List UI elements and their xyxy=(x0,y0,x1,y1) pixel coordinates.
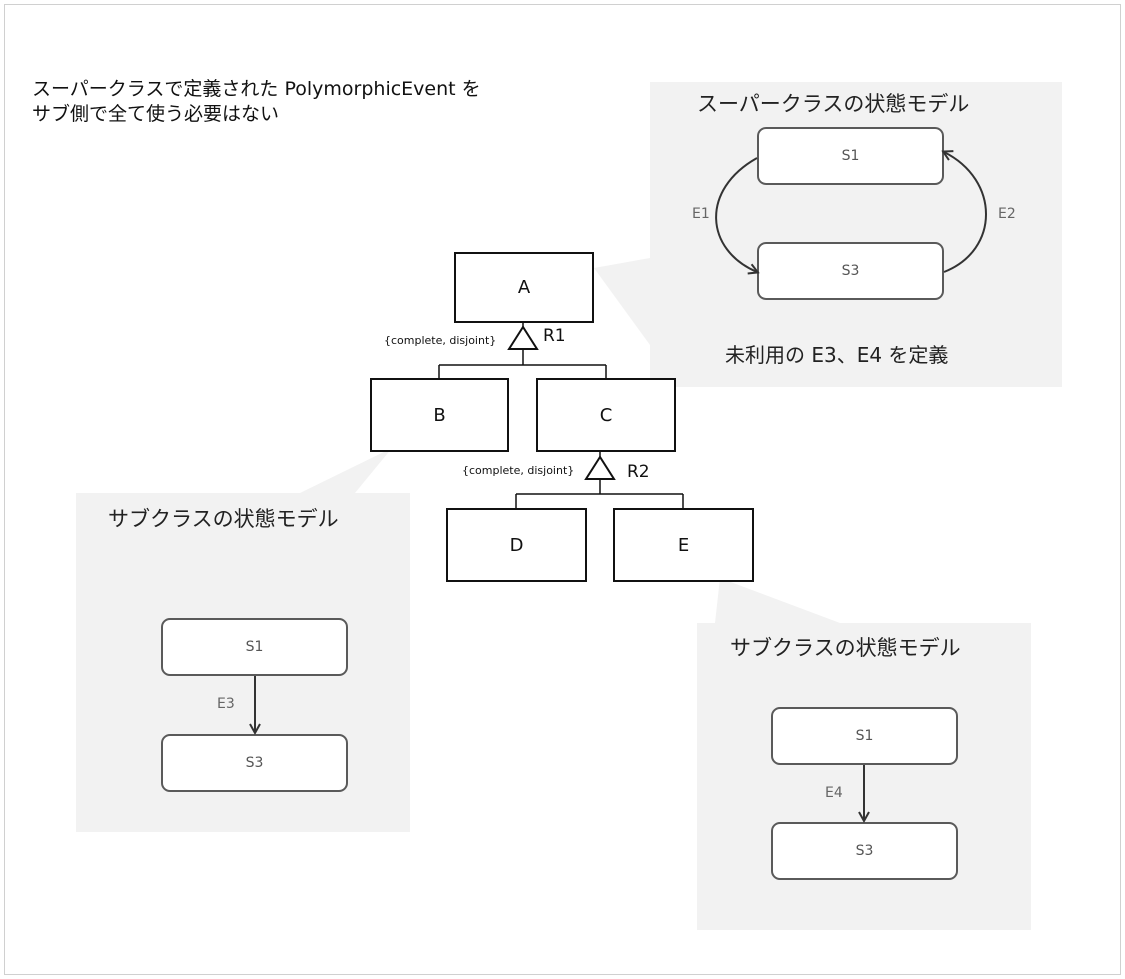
diagram-frame xyxy=(4,4,1121,975)
callout-wedge-b xyxy=(300,448,392,493)
super-state-s1: S1 xyxy=(757,127,944,185)
callout-wedge-e xyxy=(715,578,840,623)
r1-constraint: {complete, disjoint} xyxy=(384,334,497,347)
class-a: A xyxy=(454,252,594,323)
super-transition-e1 xyxy=(715,157,757,272)
r1-label: R1 xyxy=(543,326,566,346)
note-text: スーパークラスで定義された PolymorphicEvent を サブ側で全て使… xyxy=(32,76,481,128)
sub-panel-e-title: サブクラスの状態モデル xyxy=(730,636,961,660)
sub-e-state-s3: S3 xyxy=(771,822,958,880)
class-e: E xyxy=(613,508,754,582)
class-b: B xyxy=(370,378,509,452)
class-c: C xyxy=(536,378,676,452)
super-transition-e2 xyxy=(944,152,987,273)
super-panel-caption: 未利用の E3、E4 を定義 xyxy=(725,343,949,367)
sub-e-state-s1: S1 xyxy=(771,707,958,765)
r1-triangle xyxy=(507,325,539,350)
class-d: D xyxy=(446,508,587,582)
sub-b-state-s3: S3 xyxy=(161,734,348,792)
super-event-e2: E2 xyxy=(998,206,1016,222)
sub-e-event-e4: E4 xyxy=(825,785,843,801)
super-event-e1: E1 xyxy=(692,206,710,222)
sub-b-state-s1: S1 xyxy=(161,618,348,676)
note-line-1: スーパークラスで定義された PolymorphicEvent を xyxy=(32,78,481,100)
r2-label: R2 xyxy=(627,462,650,482)
sub-panel-b-title: サブクラスの状態モデル xyxy=(108,507,339,531)
r2-constraint: {complete, disjoint} xyxy=(462,464,575,477)
r2-triangle xyxy=(584,455,616,480)
sub-b-event-e3: E3 xyxy=(217,696,235,712)
note-line-2: サブ側で全て使う必要はない xyxy=(32,103,280,125)
super-panel-title: スーパークラスの状態モデル xyxy=(697,92,970,116)
callout-wedge-a xyxy=(594,258,650,345)
